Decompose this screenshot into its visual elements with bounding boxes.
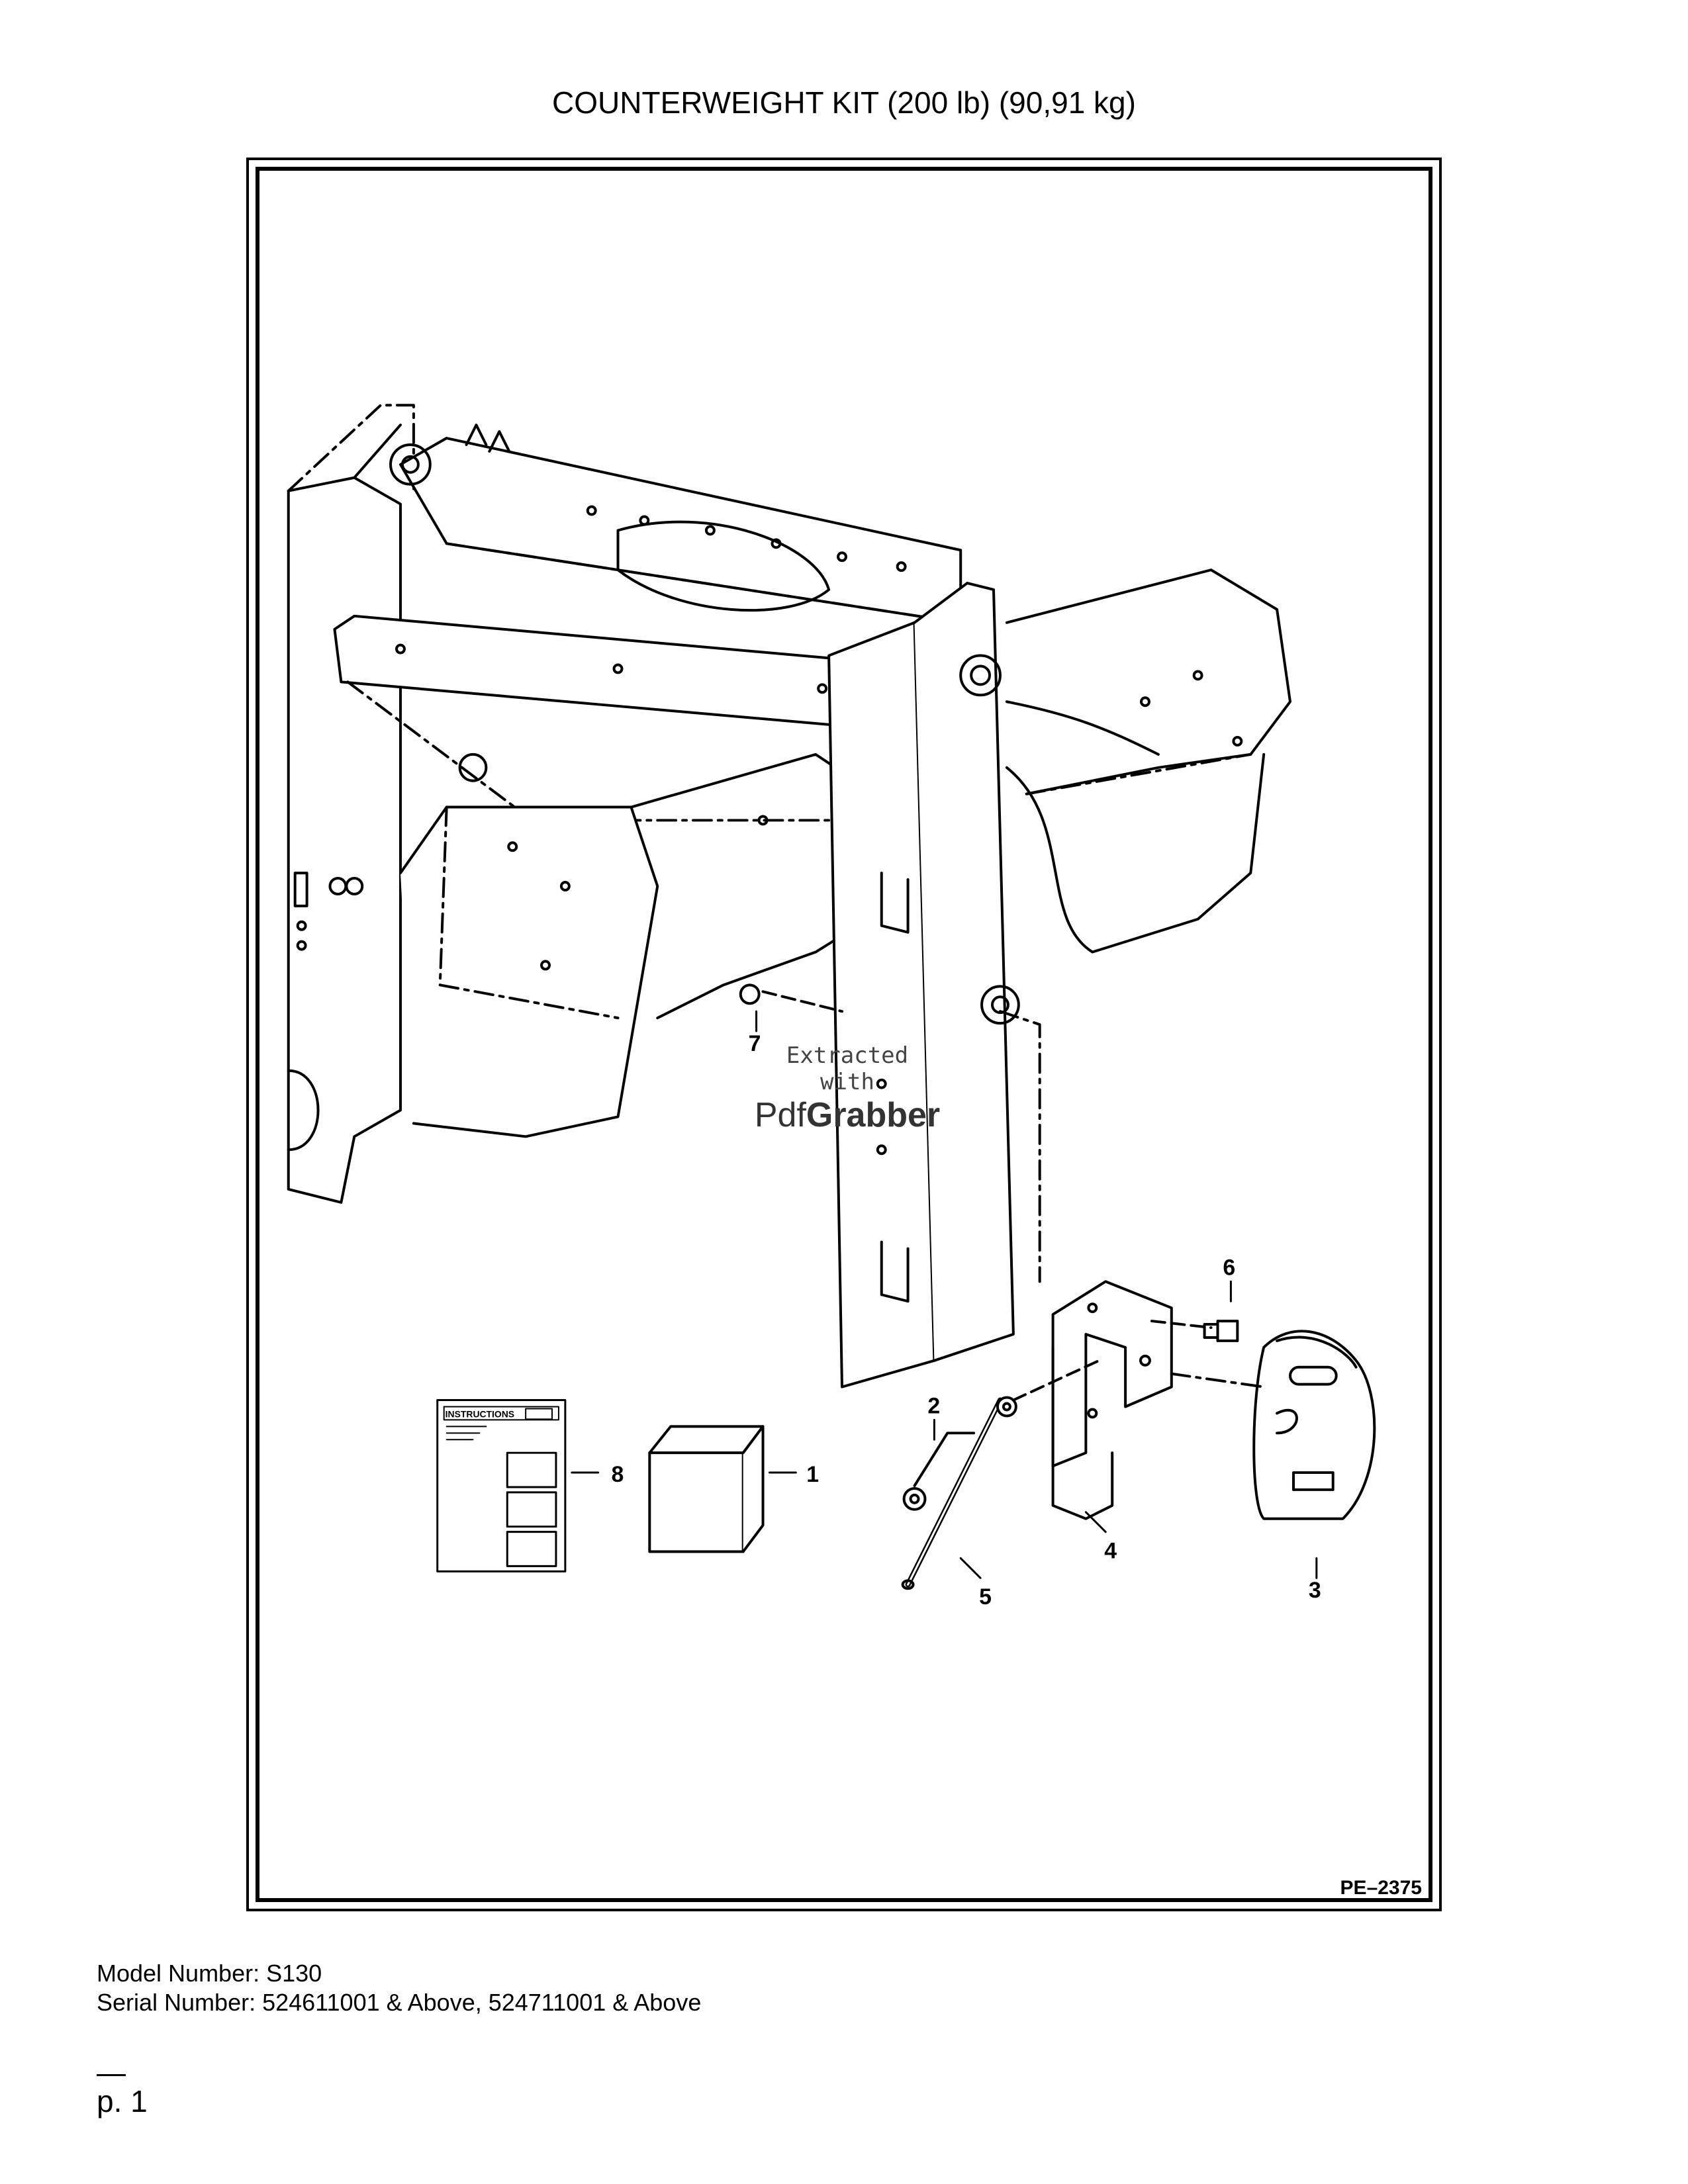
pin-and-clips — [901, 1359, 1107, 1590]
rear-right-frame — [1005, 569, 1291, 954]
callout-2: 2 — [927, 1393, 940, 1418]
model-info: Model Number: S130 Serial Number: 524611… — [97, 1959, 701, 2017]
callout-1: 1 — [806, 1462, 819, 1487]
page-number-rule — [97, 2074, 126, 2076]
callout-7: 7 — [749, 1031, 761, 1056]
top-cross-member — [389, 424, 962, 624]
kit-box — [648, 1425, 797, 1553]
watermark-brand-b: Grabber — [806, 1096, 941, 1134]
left-upright — [287, 404, 415, 1204]
drawing-frame-inner — [256, 167, 1432, 1902]
callout-5: 5 — [979, 1584, 992, 1610]
watermark-brand: PdfGrabber — [728, 1095, 966, 1135]
drawing-code: PE–2375 — [1340, 1877, 1422, 1899]
right-upright — [827, 582, 1020, 1388]
watermark-line2: with — [820, 1069, 874, 1095]
instructions-decal — [436, 1399, 600, 1572]
callout-3: 3 — [1309, 1578, 1321, 1603]
watermark-line1: Extracted — [786, 1042, 909, 1069]
pdfgrabber-watermark: Extracted with PdfGrabber — [728, 1042, 966, 1135]
exploded-parts-drawing: 8 1 2 5 4 3 6 7 INSTRUCTIONS — [249, 160, 1439, 1909]
instructions-label: INSTRUCTIONS — [445, 1408, 514, 1419]
bolt-7 — [739, 983, 844, 1032]
callout-4: 4 — [1104, 1538, 1117, 1563]
callout-8: 8 — [612, 1462, 624, 1487]
callout-6: 6 — [1223, 1255, 1235, 1280]
model-number: Model Number: S130 — [97, 1960, 322, 1987]
bolt-6 — [1150, 1280, 1239, 1342]
drawing-frame: 8 1 2 5 4 3 6 7 INSTRUCTIONS PE–2375 — [246, 158, 1442, 1911]
watermark-brand-a: Pdf — [754, 1096, 806, 1134]
counterweight — [1170, 1330, 1376, 1579]
mounting-bracket — [998, 1010, 1173, 1520]
page-title: COUNTERWEIGHT KIT (200 lb) (90,91 kg) — [552, 85, 1136, 120]
page-number: p. 1 — [97, 2084, 148, 2118]
serial-number: Serial Number: 524611001 & Above, 524711… — [97, 1989, 702, 2016]
